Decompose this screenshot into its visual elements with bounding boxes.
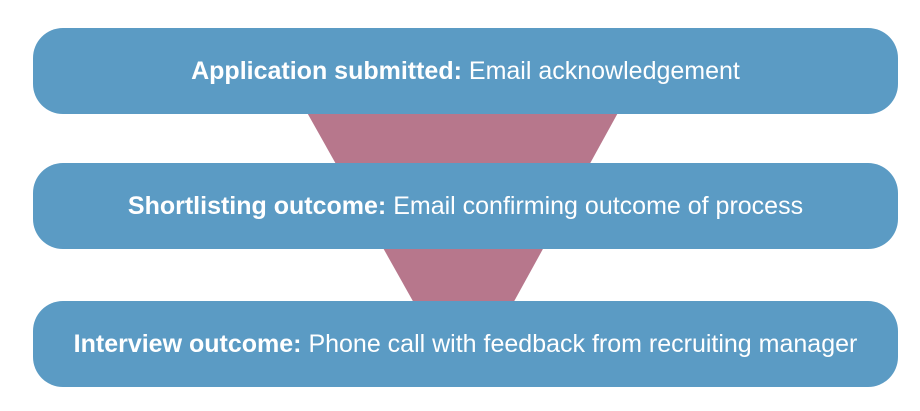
step-text: Shortlisting outcome: Email confirming o… [128, 191, 803, 221]
step-label: Shortlisting outcome: [127, 192, 387, 220]
step-description: Phone call with feedback from recruiting… [308, 330, 858, 358]
step-description: Email acknowledgement [468, 57, 740, 85]
step-text: Application submitted: Email acknowledge… [191, 56, 740, 86]
step-application-submitted: Application submitted: Email acknowledge… [33, 28, 898, 114]
step-text: Interview outcome: Phone call with feedb… [74, 329, 858, 359]
step-interview-outcome: Interview outcome: Phone call with feedb… [33, 301, 898, 387]
step-label: Application submitted: [191, 57, 462, 85]
step-shortlisting-outcome: Shortlisting outcome: Email confirming o… [33, 163, 898, 249]
step-label: Interview outcome: [73, 330, 302, 358]
step-description: Email confirming outcome of process [393, 192, 804, 220]
